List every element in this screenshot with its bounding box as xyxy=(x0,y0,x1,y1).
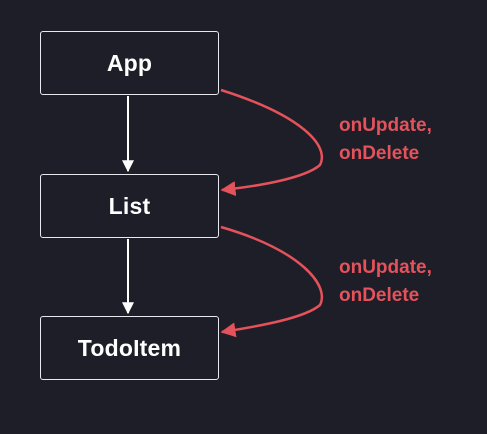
callback-curve-app-to-list xyxy=(220,88,323,197)
callback-label-line: onUpdate, xyxy=(339,115,432,136)
callback-curve-list-to-todoitem xyxy=(220,225,323,338)
node-todoitem-label: TodoItem xyxy=(77,334,182,361)
callback-label-line: onUpdate, xyxy=(339,257,432,278)
callback-label-app-to-list: onUpdate, onDelete xyxy=(339,112,432,168)
node-todoitem: TodoItem xyxy=(40,316,219,380)
callback-label-list-to-todoitem: onUpdate, onDelete xyxy=(339,254,432,310)
node-list-label: List xyxy=(108,192,151,219)
callback-label-line: onDelete xyxy=(339,143,420,164)
callback-label-line: onDelete xyxy=(339,285,420,306)
node-app: App xyxy=(40,31,219,95)
node-list: List xyxy=(40,174,219,238)
node-app-label: App xyxy=(106,49,153,76)
